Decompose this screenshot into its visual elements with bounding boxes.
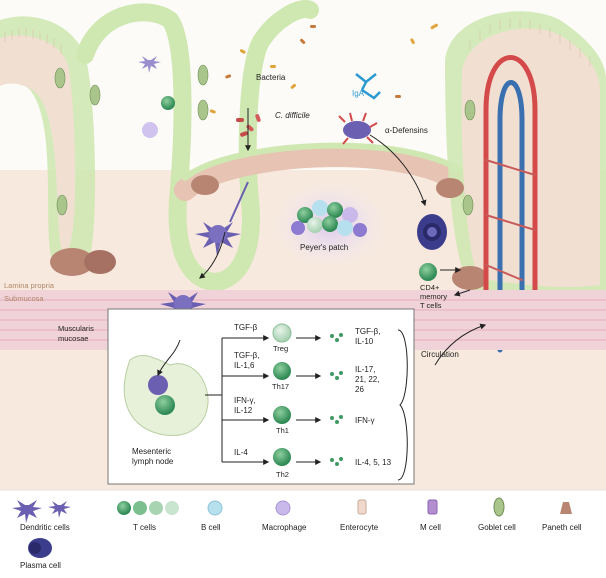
legend-label-paneth: Paneth cell <box>542 523 582 532</box>
cytokines-treg-2: IL-10 <box>355 337 374 346</box>
t-cell <box>161 96 175 110</box>
bacteria-particles <box>209 23 438 114</box>
cytokines-th1: IFN-γ <box>355 416 375 425</box>
circulation-label: Circulation <box>421 350 459 359</box>
lymph-node-label-2: lymph node <box>132 457 174 466</box>
signal-th17-1: TGF-β, <box>234 351 259 360</box>
legend-label-b-cell: B cell <box>201 523 221 532</box>
legend-label-enterocyte: Enterocyte <box>340 523 379 532</box>
legend-label-plasma: Plasma cell <box>20 561 61 570</box>
plasma-cell <box>417 214 447 250</box>
submucosa-label: Submucosa <box>4 294 44 303</box>
cytokine-dots <box>330 333 343 466</box>
memory-t-label-3: T cells <box>420 301 442 310</box>
c-difficile-label: C. difficile <box>275 111 310 120</box>
t-cell-subsets <box>272 323 292 466</box>
legend-label-dendritic: Dendritic cells <box>20 523 70 532</box>
memory-t-label-2: memory <box>420 292 447 301</box>
peyers-patch-label: Peyer's patch <box>300 243 348 252</box>
cell-th2: Th2 <box>276 470 289 479</box>
enterocyte-layer <box>4 18 591 66</box>
lamina-propria-label: Lamina propria <box>4 281 55 290</box>
b-cell-icon <box>207 500 223 516</box>
legend-label-m-cell: M cell <box>420 523 441 532</box>
legend-label-t-cells: T cells <box>133 523 156 532</box>
dendritic-cell-icon <box>12 500 71 523</box>
signal-th1-2: IL-12 <box>234 406 253 415</box>
iga-label: IgA <box>352 89 365 98</box>
macrophage <box>142 122 158 138</box>
cell-th17: Th17 <box>272 382 289 391</box>
signal-th2: IL-4 <box>234 448 248 457</box>
goblet-cell-icon <box>493 497 505 517</box>
signal-th17-2: IL-1,6 <box>234 361 255 370</box>
lymph-node-label-1: Mesenteric <box>132 447 171 456</box>
cell-th1: Th1 <box>276 426 289 435</box>
memory-t-cell <box>419 263 437 281</box>
alpha-defensins-label: α-Defensins <box>385 126 428 135</box>
legend-label-goblet: Goblet cell <box>478 523 516 532</box>
memory-t-label-1: CD4+ <box>420 283 440 292</box>
muscularis-label-1: Muscularis <box>58 324 94 333</box>
muscularis-label-2: mucosae <box>58 334 88 343</box>
cytokines-treg-1: TGF-β, <box>355 327 380 336</box>
iga-antibody <box>355 73 381 100</box>
macrophage-icon <box>275 500 291 516</box>
paneth-cell-icon <box>560 502 572 514</box>
cell-treg: Treg <box>273 344 288 353</box>
enterocyte-icon <box>357 499 367 515</box>
cytokines-th17-2: 21, 22, <box>355 375 379 384</box>
dendritic-cell-small <box>138 56 161 73</box>
t-cell-icon <box>117 501 179 515</box>
m-cell-icon <box>427 499 438 515</box>
dendritic-cell <box>195 181 249 256</box>
cytokines-th17-1: IL-17, <box>355 365 375 374</box>
mesenteric-lymph-node <box>123 339 209 436</box>
cytokines-th17-3: 26 <box>355 385 364 394</box>
legend-label-macrophage: Macrophage <box>262 523 307 532</box>
signal-th1-1: IFN-γ, <box>234 396 256 405</box>
plasma-cell-icon <box>28 538 52 558</box>
cytokines-th2: IL-4, 5, 13 <box>355 458 392 467</box>
bacteria-label: Bacteria <box>256 73 286 82</box>
alpha-defensins-cluster <box>338 112 378 145</box>
peyers-patch-cells <box>291 200 367 237</box>
signal-treg: TGF-β <box>234 323 258 332</box>
goblet-cells <box>54 64 476 216</box>
